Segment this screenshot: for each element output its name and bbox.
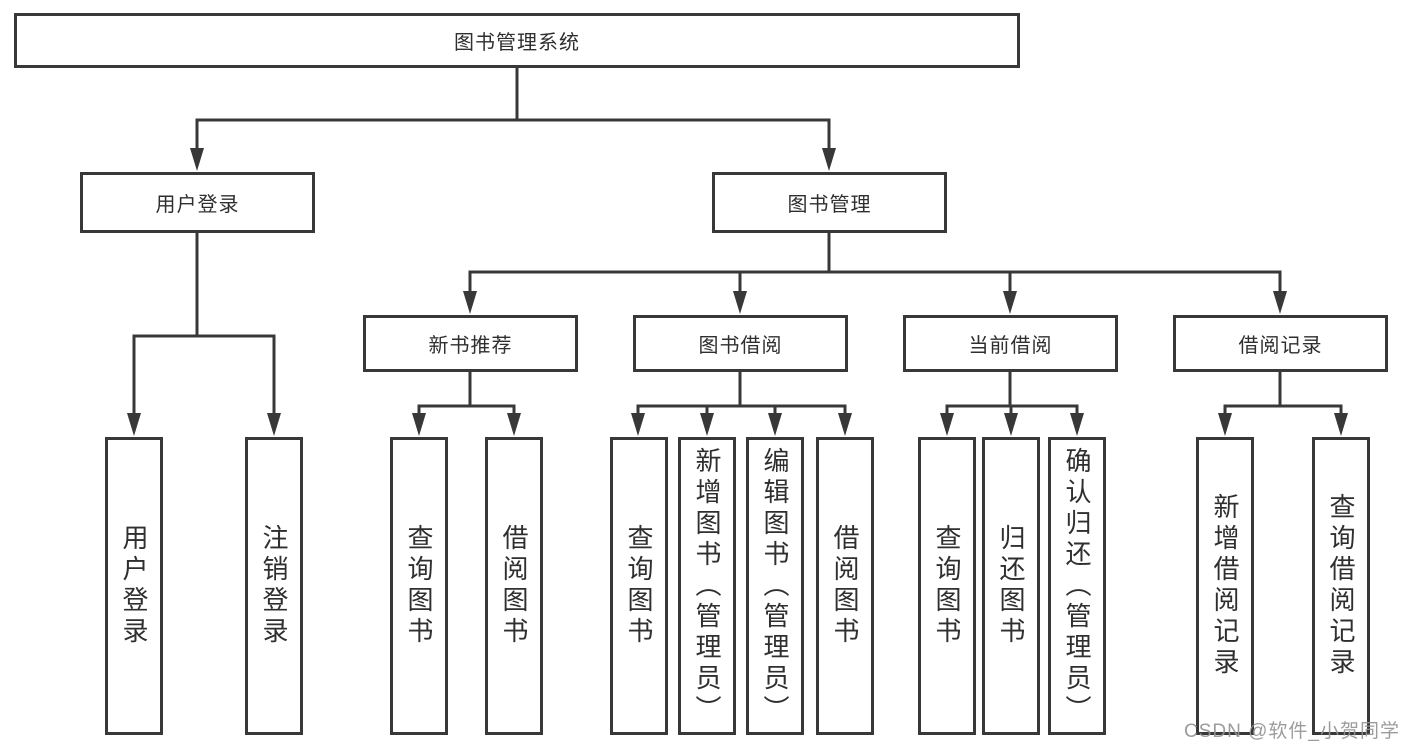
node-label: 借阅记录 (1238, 335, 1323, 357)
leaf-query-books-1: 查询图书 (390, 437, 448, 735)
node-borrowing-records: 借阅记录 (1173, 315, 1388, 372)
node-label: 编辑图书（管理员） (760, 446, 790, 726)
node-book-borrowing: 图书借阅 (633, 315, 848, 372)
leaf-query-books-2: 查询图书 (610, 437, 668, 735)
node-label: 查询借阅记录 (1326, 493, 1356, 679)
node-label: 查询图书 (624, 524, 654, 648)
node-label: 归还图书 (996, 524, 1026, 648)
node-label: 注销登录 (259, 524, 289, 648)
node-user-login: 用户登录 (80, 172, 315, 233)
leaf-logout: 注销登录 (245, 437, 303, 735)
node-label: 新书推荐 (428, 335, 513, 357)
leaf-edit-books-admin: 编辑图书（管理员） (746, 437, 804, 735)
csdn-watermark: CSDN @软件_小贺同学 (1184, 721, 1400, 742)
node-label: 图书借阅 (698, 335, 783, 357)
node-label: 查询图书 (404, 524, 434, 648)
leaf-query-borrow-record: 查询借阅记录 (1312, 437, 1370, 735)
node-label: 查询图书 (932, 524, 962, 648)
node-label: 新增图书（管理员） (692, 446, 722, 726)
leaf-user-login: 用户登录 (105, 437, 163, 735)
node-label: 用户登录 (155, 194, 240, 216)
node-label: 用户登录 (119, 524, 149, 648)
leaf-confirm-return-admin: 确认归还（管理员） (1048, 437, 1106, 735)
leaf-query-books-3: 查询图书 (918, 437, 976, 735)
node-book-management: 图书管理 (712, 172, 947, 233)
node-current-borrowing: 当前借阅 (903, 315, 1118, 372)
node-label: 当前借阅 (968, 335, 1053, 357)
leaf-borrow-books-2: 借阅图书 (816, 437, 874, 735)
node-new-book-recommend: 新书推荐 (363, 315, 578, 372)
leaf-return-books: 归还图书 (982, 437, 1040, 735)
node-label: 确认归还（管理员） (1062, 446, 1092, 726)
node-label: 图书管理 (787, 194, 872, 216)
node-library-management-system: 图书管理系统 (14, 13, 1020, 68)
leaf-add-borrow-record: 新增借阅记录 (1196, 437, 1254, 735)
node-label: 图书管理系统 (454, 32, 580, 54)
node-label: 新增借阅记录 (1210, 493, 1240, 679)
node-label: 借阅图书 (499, 524, 529, 648)
node-label: 借阅图书 (830, 524, 860, 648)
leaf-borrow-books-1: 借阅图书 (485, 437, 543, 735)
leaf-add-books-admin: 新增图书（管理员） (678, 437, 736, 735)
